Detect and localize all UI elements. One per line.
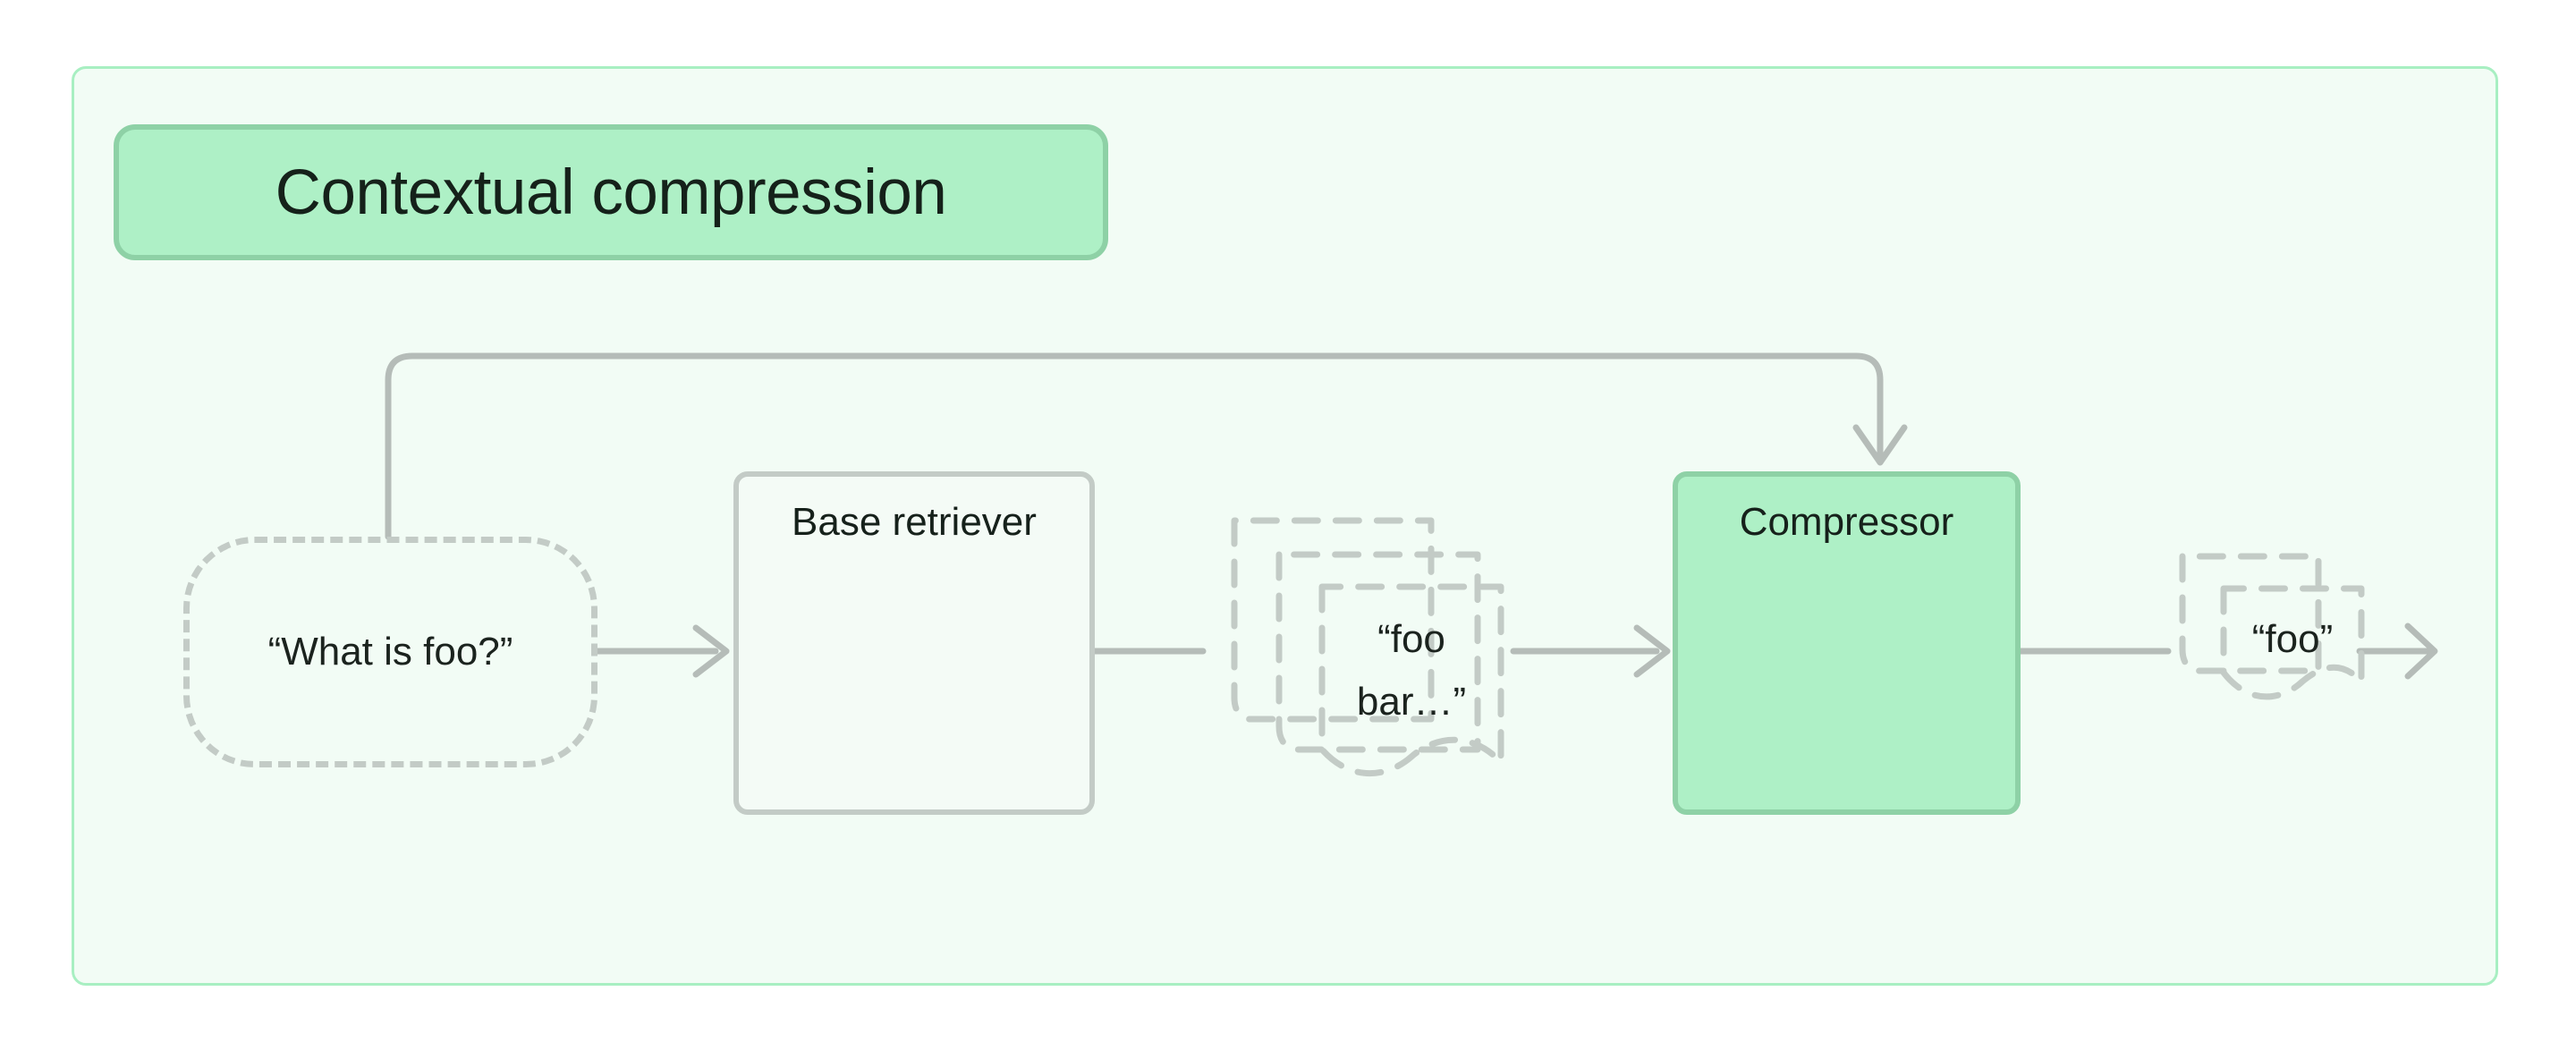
node-query[interactable]: “What is foo?” (183, 537, 597, 767)
node-base-retriever[interactable]: Base retriever (733, 471, 1095, 815)
node-base-retriever-label: Base retriever (792, 500, 1037, 544)
node-compressor-label: Compressor (1739, 500, 1954, 544)
node-query-label: “What is foo?” (267, 630, 513, 674)
diagram-title-label: Contextual compression (275, 157, 947, 228)
node-compressor[interactable]: Compressor (1673, 471, 2021, 815)
diagram-title-badge[interactable]: Contextual compression (114, 124, 1108, 260)
node-compressed-docs-label: “foo” (2251, 617, 2334, 661)
node-retrieved-docs-label: “foo bar…” (1356, 617, 1467, 724)
